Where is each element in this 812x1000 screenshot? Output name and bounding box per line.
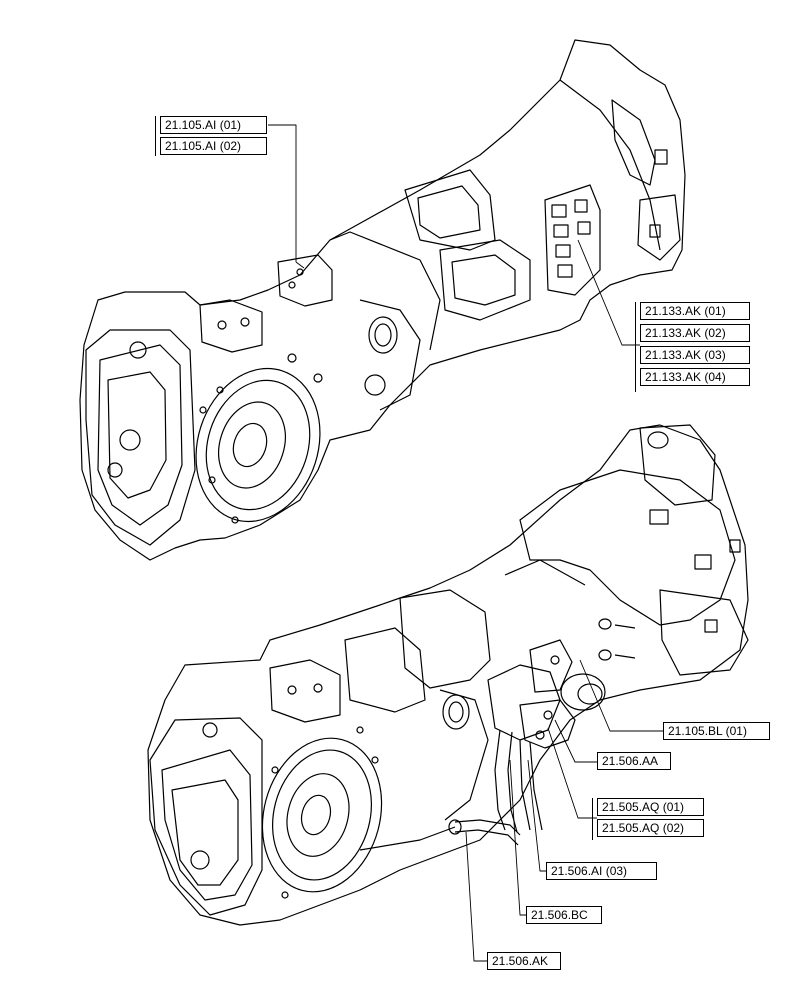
lower-transmission-housing: [147, 424, 749, 926]
callout-21-105-ai-02[interactable]: 21.105.AI (02): [160, 137, 267, 155]
callout-21-506-ai-03[interactable]: 21.506.AI (03): [546, 862, 657, 880]
callout-21-133-ak-02[interactable]: 21.133.AK (02): [640, 324, 750, 342]
callout-21-133-ak-01[interactable]: 21.133.AK (01): [640, 302, 750, 320]
callout-bracket-21-133-ak: [635, 302, 636, 392]
callout-bracket-21-105-ai: [155, 116, 156, 156]
callout-21-105-ai-01[interactable]: 21.105.AI (01): [160, 116, 267, 134]
upper-transmission-housing: [79, 39, 686, 561]
callout-21-133-ak-03[interactable]: 21.133.AK (03): [640, 346, 750, 364]
callout-21-133-ak-04[interactable]: 21.133.AK (04): [640, 368, 750, 386]
callout-21-505-aq-02[interactable]: 21.505.AQ (02): [597, 819, 704, 837]
callout-21-506-bc[interactable]: 21.506.BC: [526, 906, 602, 924]
callout-21-506-ak[interactable]: 21.506.AK: [487, 952, 561, 970]
callout-21-506-aa[interactable]: 21.506.AA: [597, 752, 671, 770]
callout-bracket-21-505-aq: [592, 798, 593, 840]
leader-lines: [268, 124, 663, 962]
callout-21-105-bl-01[interactable]: 21.105.BL (01): [663, 722, 770, 740]
callout-21-505-aq-01[interactable]: 21.505.AQ (01): [597, 798, 704, 816]
